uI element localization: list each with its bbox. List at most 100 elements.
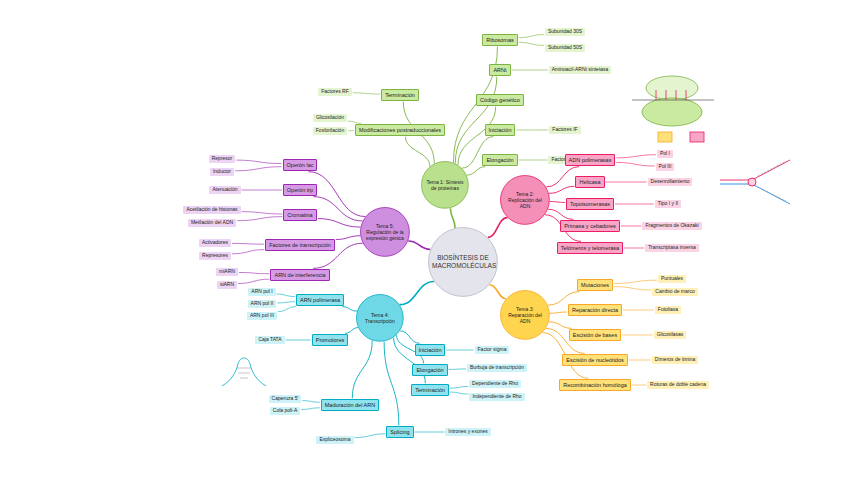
branch-line bbox=[277, 294, 295, 297]
node-text: miARN bbox=[219, 269, 235, 275]
subtopic-box: Escisión de bases bbox=[569, 329, 621, 340]
branch-line bbox=[446, 350, 473, 351]
replication-fork-sketch bbox=[720, 160, 790, 204]
branch-line bbox=[519, 35, 544, 38]
branch-line bbox=[232, 250, 264, 254]
branch-line bbox=[450, 386, 468, 388]
node-text: Inductor bbox=[213, 169, 231, 175]
branch-line bbox=[467, 167, 486, 175]
subtopic-box: Mutaciones bbox=[577, 279, 613, 290]
node-text: Dímeros de timina bbox=[655, 357, 696, 363]
branch-line bbox=[614, 280, 657, 283]
detail-box: Aminoacil-ARNt sintetasa bbox=[549, 66, 612, 75]
node-text: Intrones y exones bbox=[448, 429, 487, 435]
branch-line bbox=[616, 162, 654, 166]
node-text: Promotores bbox=[316, 337, 344, 343]
node-text: Pol III bbox=[659, 164, 672, 170]
branch-line bbox=[313, 197, 362, 221]
branch-line bbox=[384, 342, 399, 426]
node-text: Dependiente de Rho bbox=[472, 381, 518, 387]
branch-line bbox=[301, 408, 320, 410]
detail-box: Factores IF bbox=[549, 126, 580, 135]
subtopic-box: Modificaciones postraduccionales bbox=[355, 124, 445, 135]
detail-box: Transcriptasa inversa bbox=[645, 244, 699, 253]
node-text: BIOSÍNTESIS DE MACROMOLÉCULAS bbox=[432, 254, 494, 270]
detail-box: Inductor bbox=[210, 168, 234, 177]
subtopic-box: ADN polimerasas bbox=[565, 154, 616, 165]
subtopic-box: Código genético bbox=[476, 94, 524, 105]
node-text: ADN polimerasas bbox=[569, 157, 612, 163]
node-text: Maduración del ARN bbox=[325, 402, 375, 408]
branch-line bbox=[237, 217, 282, 221]
node-text: ARN pol III bbox=[250, 313, 274, 319]
detail-box: Subunidad 30S bbox=[545, 28, 585, 37]
detail-box: Metilación del ADN bbox=[188, 219, 236, 228]
detail-box: Tipo I y II bbox=[655, 200, 681, 209]
branch-line bbox=[278, 307, 296, 312]
branch-line bbox=[512, 70, 548, 71]
subtopic-box: Iniciación bbox=[485, 124, 516, 135]
node-text: Fotoliasa bbox=[658, 307, 678, 313]
node-text: Recombinación homóloga bbox=[563, 382, 627, 388]
branch-line bbox=[348, 130, 354, 131]
detail-box: Represor bbox=[209, 155, 236, 164]
detail-box: Caja TATA bbox=[255, 336, 284, 345]
subtopic-box: Maduración del ARN bbox=[321, 399, 379, 410]
branch-line bbox=[235, 167, 282, 171]
detail-box: Dímeros de timina bbox=[652, 356, 699, 365]
node-text: Operón trp bbox=[287, 187, 313, 193]
node-text: Iniciación bbox=[489, 127, 512, 133]
branch-line bbox=[450, 208, 455, 228]
subtopic-box: Primasa y cebadores bbox=[560, 220, 620, 231]
detail-box: Glicosilasas bbox=[654, 331, 687, 340]
node-text: Roturas de doble cadena bbox=[650, 382, 706, 388]
node-text: Tipo I y II bbox=[658, 201, 678, 207]
branch-line bbox=[400, 331, 420, 343]
branch-line bbox=[232, 243, 264, 245]
branch-line bbox=[549, 186, 574, 193]
subtopic-box: Operón trp bbox=[283, 184, 317, 195]
ribosome-sketch bbox=[632, 76, 714, 142]
branch-line bbox=[408, 241, 430, 250]
node-text: ARN pol II bbox=[251, 301, 274, 307]
subtopic-box: Promotores bbox=[312, 334, 348, 345]
branch-line bbox=[546, 167, 579, 187]
branch-line bbox=[606, 182, 647, 183]
node-text: Atenuación bbox=[212, 187, 237, 193]
node-text: ARN polimerasa bbox=[300, 297, 340, 303]
detail-box: Acetilación de histonas bbox=[183, 206, 240, 215]
detail-box: Caperuza 5' bbox=[269, 395, 302, 404]
branch-line bbox=[549, 322, 572, 329]
node-text: Represor bbox=[212, 156, 233, 162]
detail-box: siARN bbox=[217, 281, 237, 290]
subtopic-box: Factores de transcripción bbox=[265, 239, 335, 250]
detail-box: Espliceosoma bbox=[316, 436, 353, 445]
branch-line bbox=[286, 340, 311, 341]
node-text: Telómeros y telomerasa bbox=[561, 245, 619, 251]
node-text: Burbuja de transcripción bbox=[470, 365, 524, 371]
node-text: Elongación bbox=[486, 157, 513, 163]
branch-line bbox=[353, 93, 380, 94]
node-text: Activadores bbox=[202, 240, 228, 246]
branch-line bbox=[236, 160, 281, 163]
node-text: Puntuales bbox=[661, 276, 683, 282]
detail-box: Fotoliasa bbox=[655, 306, 681, 315]
branch-line bbox=[415, 432, 445, 433]
subtopic-box: Elongación bbox=[412, 364, 447, 375]
branch-line bbox=[548, 292, 580, 306]
branch-line bbox=[621, 226, 642, 227]
node-text: Glicosilación bbox=[316, 115, 344, 121]
branch-line bbox=[336, 236, 360, 240]
detail-box: Dependiente de Rho bbox=[469, 380, 521, 389]
detail-box: Atenuación bbox=[209, 186, 240, 195]
branch-line bbox=[622, 335, 652, 336]
node-text: Desenrollamiento bbox=[651, 179, 690, 185]
node-text: Terminación bbox=[385, 92, 415, 98]
topic-bubble: Tema 4: Transcripción bbox=[356, 294, 404, 342]
node-text: Modificaciones postraduccionales bbox=[359, 127, 441, 133]
node-text: Glicosilasas bbox=[657, 332, 684, 338]
subtopic-box: ARNt bbox=[489, 64, 510, 75]
topic-bubble: Tema 2: Replicación del ADN bbox=[500, 175, 550, 225]
detail-box: Intrones y exones bbox=[445, 428, 490, 437]
